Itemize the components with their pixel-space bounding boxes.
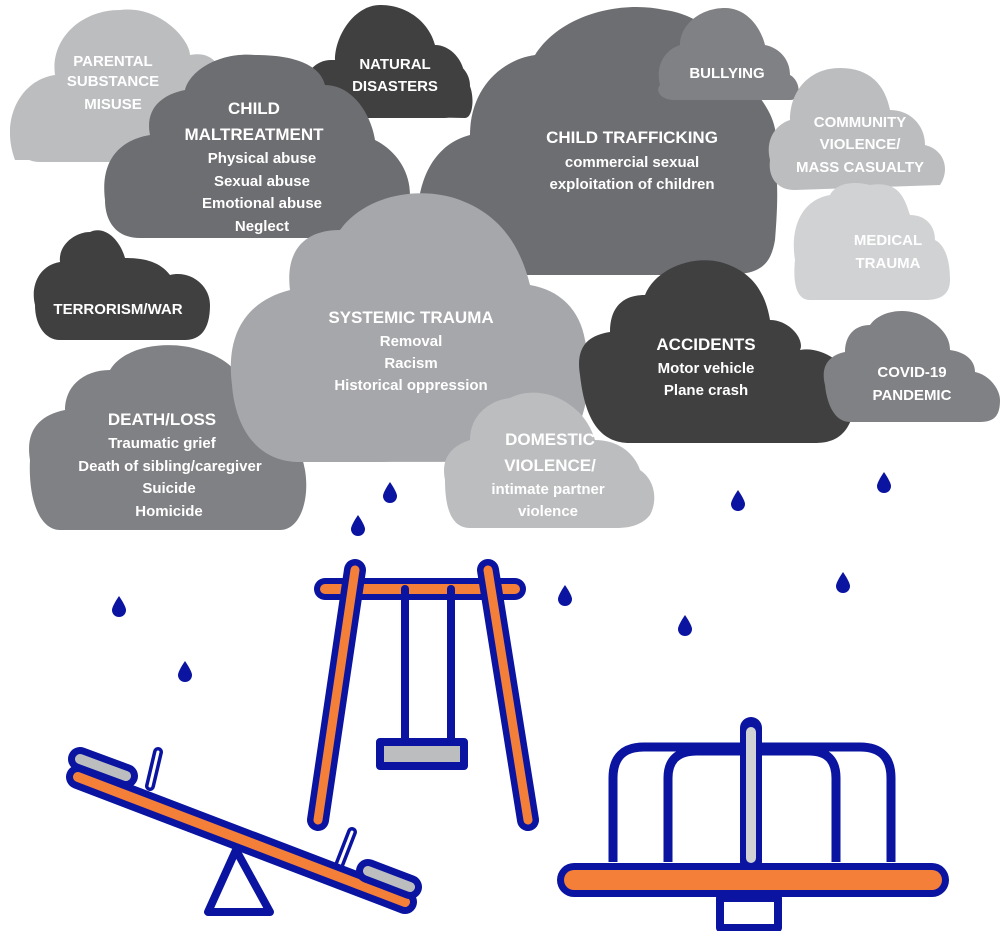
- raindrop-icon: [112, 596, 126, 617]
- raindrops: [112, 472, 891, 682]
- cloud-title: SYSTEMIC TRAUMA: [328, 308, 493, 327]
- raindrop-icon: [558, 585, 572, 606]
- merry-go-round-icon: [557, 717, 949, 931]
- raindrop-icon: [877, 472, 891, 493]
- raindrop-icon: [383, 482, 397, 503]
- raindrop-icon: [351, 515, 365, 536]
- cloud-title: BULLYING: [689, 65, 764, 82]
- cloud-title: TERRORISM/WAR: [53, 301, 182, 318]
- raindrop-icon: [178, 661, 192, 682]
- cloud-title: DEATH/LOSS: [108, 410, 216, 429]
- cloud-bullying: BULLYING: [658, 8, 799, 100]
- cloud-title: ACCIDENTS: [656, 335, 755, 354]
- swing-set-icon: [307, 559, 539, 831]
- raindrop-icon: [731, 490, 745, 511]
- raindrop-icon: [678, 615, 692, 636]
- cloud-terrorism-war: TERRORISM/WAR: [33, 230, 210, 340]
- cloud-title: CHILD TRAFFICKING: [546, 128, 718, 147]
- seesaw-icon: [66, 747, 422, 916]
- raindrop-icon: [836, 572, 850, 593]
